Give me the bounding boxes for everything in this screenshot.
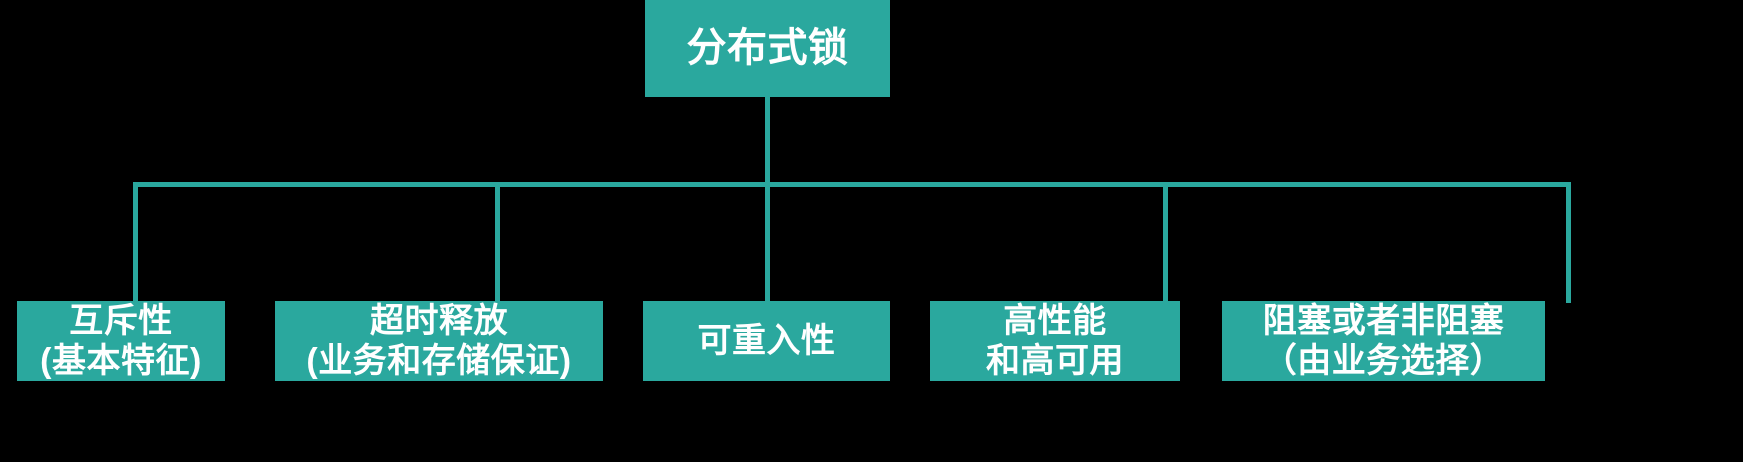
root-node-distributed-lock[interactable]: 分布式锁: [645, 0, 890, 97]
child-node-line-primary: 互斥性: [69, 301, 173, 340]
child-node-line-primary: 高性能: [1003, 301, 1107, 340]
connector-horizontal-bus: [133, 182, 1571, 187]
child-node-performance-availability[interactable]: 高性能 和高可用: [930, 301, 1180, 381]
root-node-label: 分布式锁: [686, 25, 849, 70]
connector-drop-to-child-3: [765, 182, 770, 303]
child-node-blocking-nonblocking[interactable]: 阻塞或者非阻塞 （由业务选择）: [1222, 301, 1545, 381]
child-node-timeout-release[interactable]: 超时释放 (业务和存储保证): [275, 301, 603, 381]
child-node-reentrancy[interactable]: 可重入性: [643, 301, 890, 381]
child-node-line-primary: 可重入性: [697, 321, 836, 360]
child-node-line-secondary: 和高可用: [986, 342, 1124, 380]
connector-drop-to-child-5: [1566, 182, 1571, 303]
child-node-line-primary: 阻塞或者非阻塞: [1262, 301, 1505, 340]
child-node-line-primary: 超时释放: [370, 301, 508, 340]
child-node-line-secondary: (基本特征): [40, 342, 202, 380]
connector-drop-to-child-1: [133, 182, 138, 303]
connector-drop-to-child-2: [495, 182, 500, 303]
connector-drop-to-child-4: [1163, 182, 1168, 303]
child-node-mutual-exclusion[interactable]: 互斥性 (基本特征): [17, 301, 225, 381]
child-node-line-secondary: (业务和存储保证): [306, 342, 572, 380]
child-node-line-secondary: （由业务选择）: [1262, 342, 1505, 380]
connector-root-stem: [765, 97, 770, 187]
